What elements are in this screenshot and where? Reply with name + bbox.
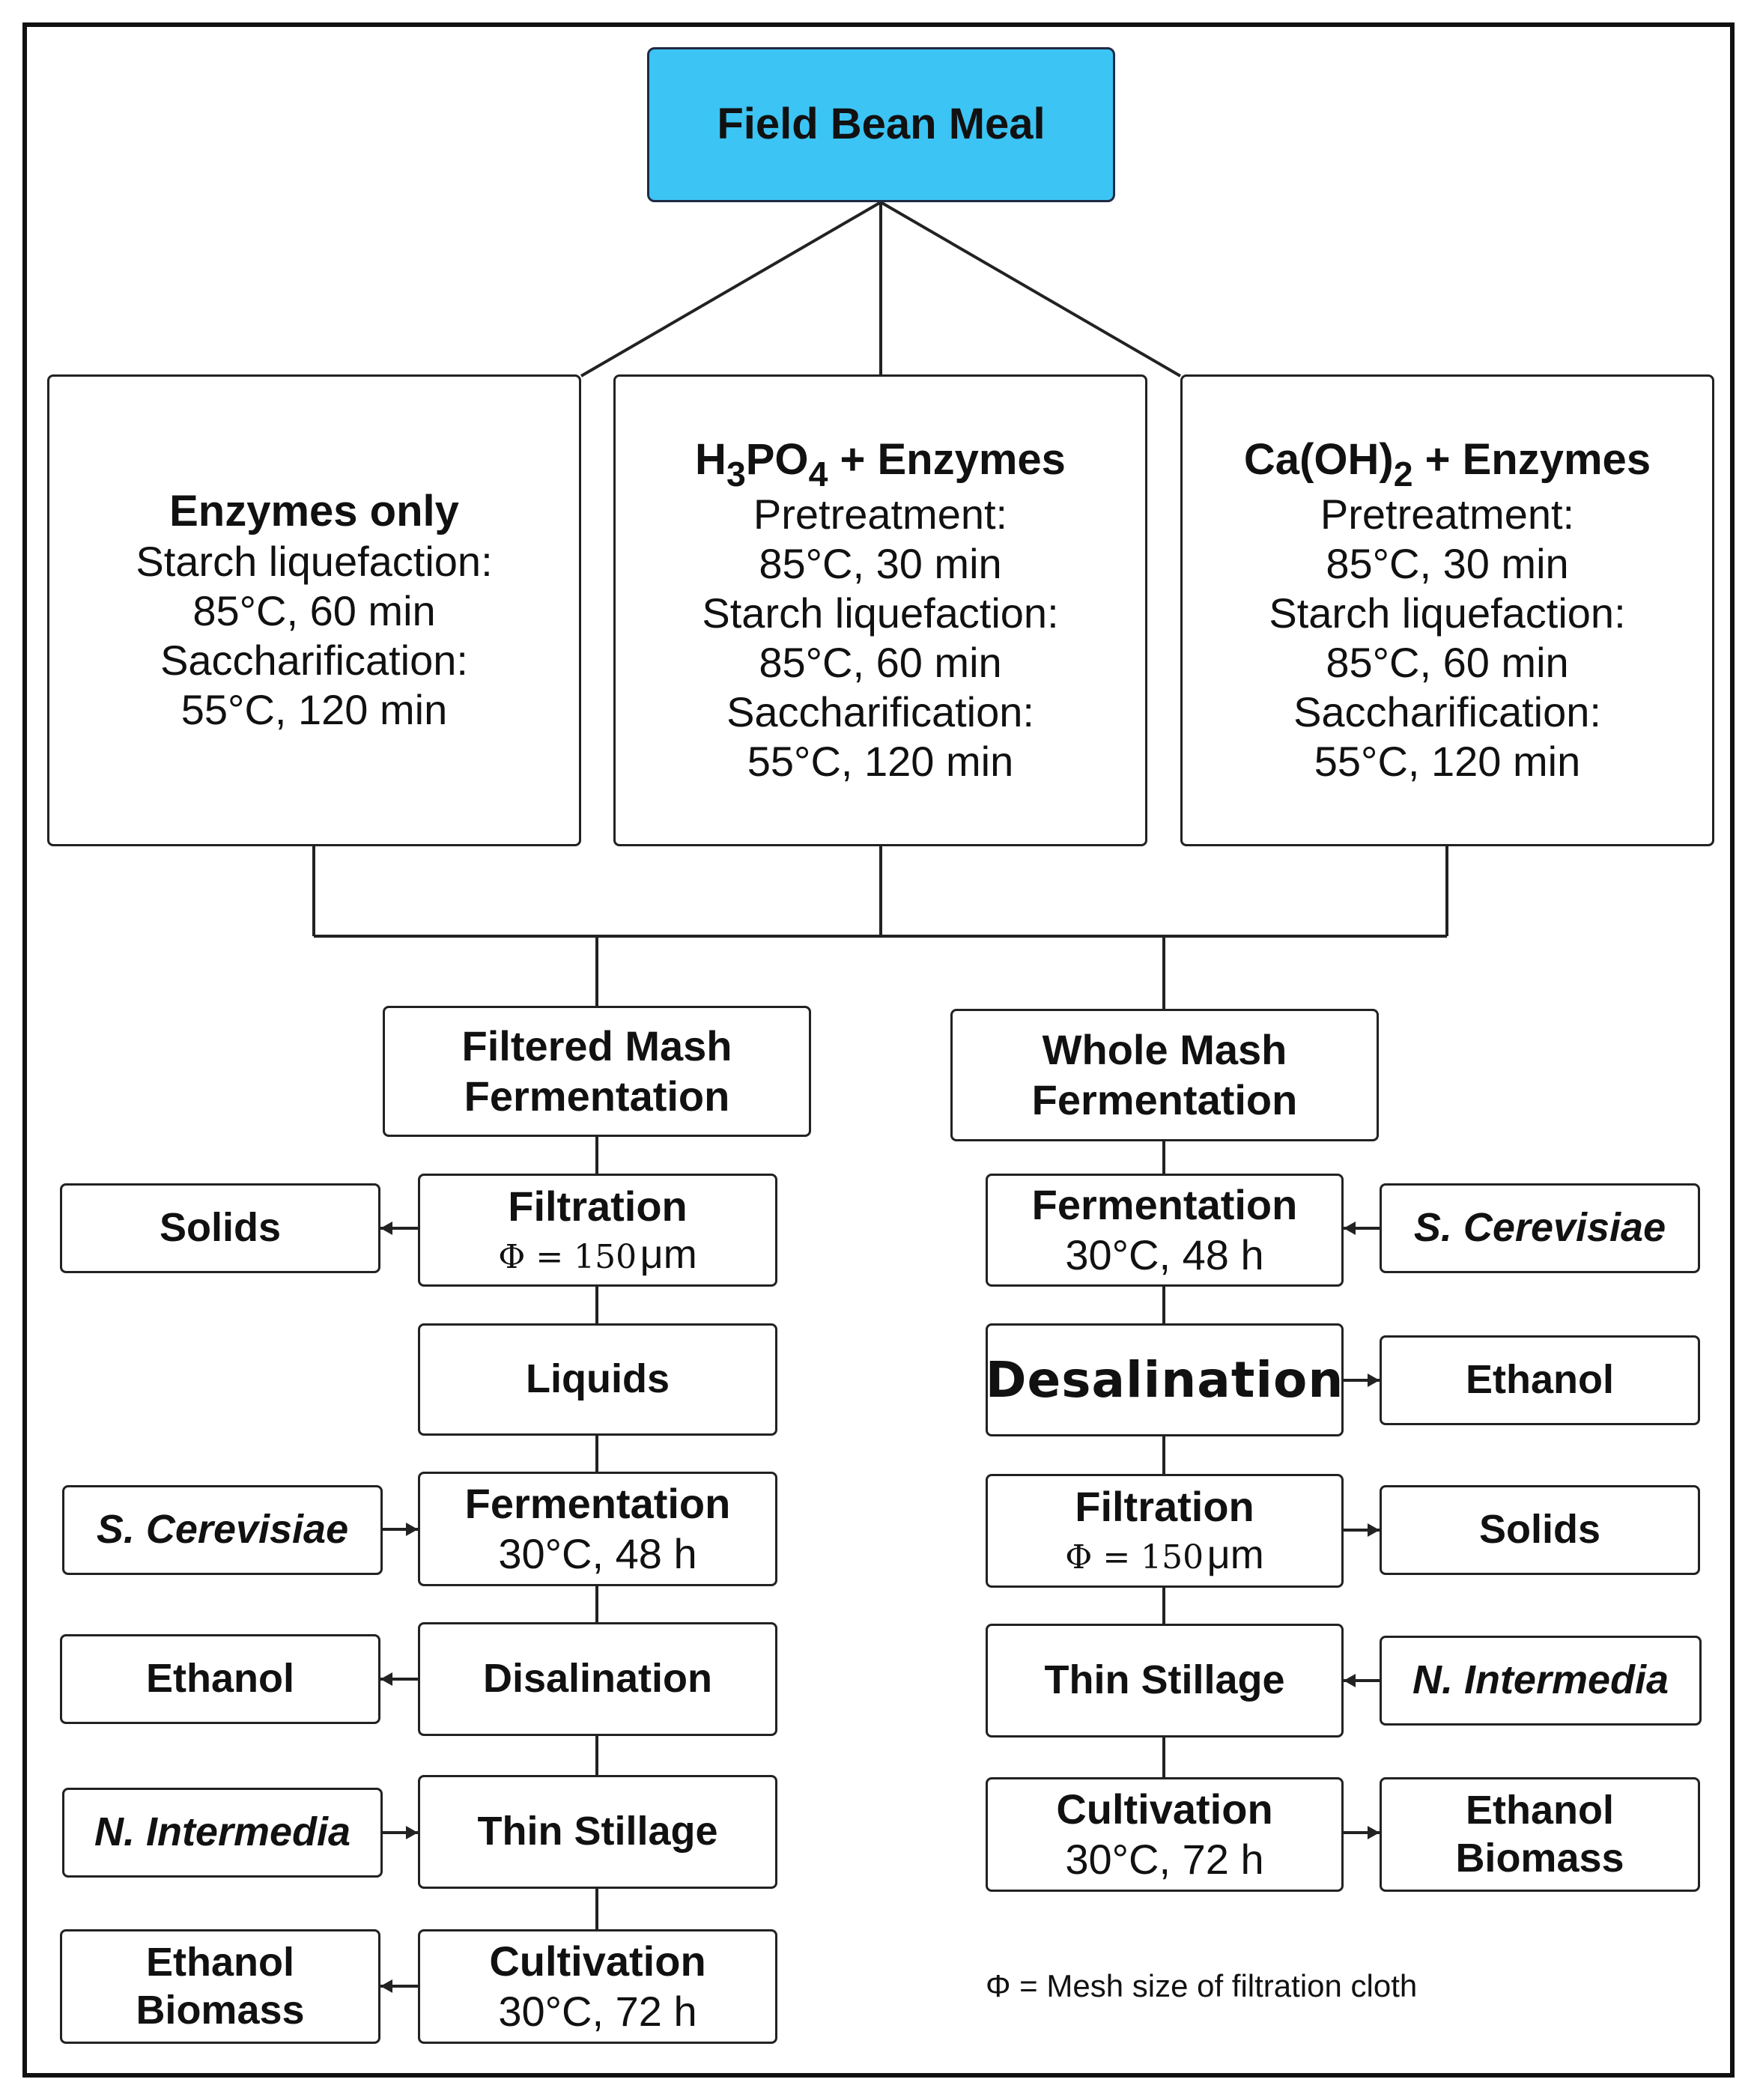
- treatment-line: Saccharification:: [160, 637, 468, 685]
- filtered-thin-stillage: Thin Stillage: [418, 1775, 777, 1889]
- filtered-filtration: Filtration Φ = 150 μm: [418, 1174, 777, 1287]
- whole-yeast: S. Cerevisiae: [1380, 1183, 1700, 1273]
- whole-mash-header: Whole Mash Fermentation: [950, 1009, 1379, 1141]
- treatment-line: Starch liquefaction:: [1269, 589, 1626, 637]
- whole-thin-stillage: Thin Stillage: [986, 1624, 1344, 1738]
- treatment-line: 85°C, 60 min: [759, 639, 1002, 687]
- arrowhead: [380, 1222, 392, 1235]
- filtered-product: Ethanol Biomass: [60, 1929, 380, 2044]
- connector-root-enzymes: [580, 201, 882, 377]
- whole-product: Ethanol Biomass: [1380, 1777, 1700, 1892]
- treatment-enzymes-only: Enzymes only Starch liquefaction: 85°C, …: [47, 374, 581, 846]
- arrowhead: [380, 1672, 392, 1686]
- whole-fermentation: Fermentation 30°C, 48 h: [986, 1174, 1344, 1287]
- filtered-yeast: S. Cerevisiae: [62, 1485, 383, 1575]
- treatment-title: Ca(OH)2 + Enzymes: [1243, 434, 1651, 494]
- filtered-cultivation: Cultivation 30°C, 72 h: [418, 1929, 777, 2044]
- treatment-line: Starch liquefaction:: [136, 538, 493, 586]
- treatment-caoh2-enzymes: Ca(OH)2 + Enzymes Pretreatment: 85°C, 30…: [1180, 374, 1714, 846]
- whole-algae: N. Intermedia: [1380, 1636, 1702, 1726]
- treatment-line: 55°C, 120 min: [180, 686, 448, 734]
- treatment-line: 55°C, 120 min: [1314, 738, 1581, 786]
- whole-desalination: Desalination: [986, 1323, 1344, 1436]
- filtered-fermentation: Fermentation 30°C, 48 h: [418, 1472, 777, 1586]
- treatment-title: H3PO4 + Enzymes: [695, 434, 1066, 494]
- treatment-line: 55°C, 120 min: [747, 738, 1014, 786]
- arrowhead: [1368, 1523, 1380, 1537]
- arrowhead: [1344, 1222, 1356, 1235]
- arrowhead: [1368, 1826, 1380, 1839]
- filtered-solids: Solids: [60, 1183, 380, 1273]
- treatment-line: 85°C, 60 min: [192, 587, 436, 635]
- filtered-algae: N. Intermedia: [62, 1788, 383, 1878]
- whole-filtration: Filtration Φ = 150 μm: [986, 1474, 1344, 1588]
- treatment-line: Pretreatment:: [1320, 490, 1575, 538]
- arrowhead: [406, 1523, 418, 1536]
- whole-cultivation: Cultivation 30°C, 72 h: [986, 1777, 1344, 1892]
- root-label: Field Bean Meal: [717, 100, 1046, 149]
- filtered-mash-header: Filtered Mash Fermentation: [383, 1006, 811, 1137]
- arrowhead: [1344, 1674, 1356, 1687]
- connector-root-caoh2: [879, 201, 1182, 377]
- arrowhead: [1368, 1374, 1380, 1387]
- whole-solids: Solids: [1380, 1485, 1700, 1575]
- treatment-line: Starch liquefaction:: [702, 589, 1059, 637]
- diagram-frame: [22, 22, 1735, 2078]
- treatment-h3po4-enzymes: H3PO4 + Enzymes Pretreatment: 85°C, 30 m…: [613, 374, 1147, 846]
- root-box: Field Bean Meal: [647, 47, 1115, 202]
- treatment-line: 85°C, 30 min: [759, 540, 1002, 588]
- treatment-line: 85°C, 30 min: [1326, 540, 1569, 588]
- whole-ethanol: Ethanol: [1380, 1335, 1700, 1425]
- treatment-line: Saccharification:: [726, 688, 1034, 736]
- treatment-line: 85°C, 60 min: [1326, 639, 1569, 687]
- filtered-disalination: Disalination: [418, 1622, 777, 1736]
- arrowhead: [380, 1979, 392, 1993]
- arrowhead: [406, 1826, 418, 1839]
- treatment-line: Saccharification:: [1293, 688, 1601, 736]
- filtered-ethanol: Ethanol: [60, 1634, 380, 1724]
- filtered-liquids: Liquids: [418, 1323, 777, 1436]
- footnote: Φ = Mesh size of filtration cloth: [986, 1968, 1418, 2003]
- treatment-title: Enzymes only: [169, 486, 459, 535]
- treatment-line: Pretreatment:: [753, 490, 1008, 538]
